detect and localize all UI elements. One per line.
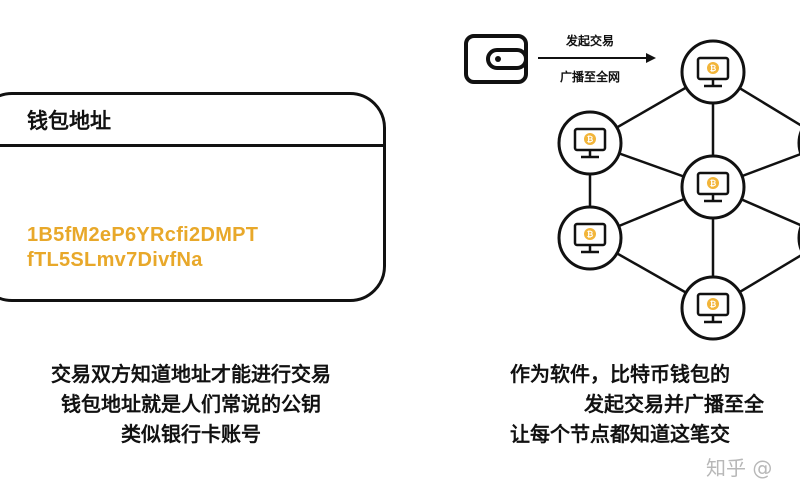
broadcast-arrow bbox=[538, 53, 656, 63]
svg-text:₿: ₿ bbox=[710, 64, 717, 73]
computer-bitcoin-node-icon: ₿ bbox=[680, 154, 746, 220]
computer-bitcoin-node-icon: ₿ bbox=[680, 275, 746, 341]
svg-text:₿: ₿ bbox=[710, 179, 717, 188]
bitcoin-coin-icon bbox=[584, 228, 596, 240]
bitcoin-coin-icon bbox=[707, 177, 719, 189]
right-caption-line-2: 发起交易并广播至全 bbox=[584, 392, 764, 416]
wallet-address-value: 1B5fM2eP6YRcfi2DMPT fTL5SLmv7DivfNa bbox=[27, 223, 258, 273]
wallet-icon bbox=[464, 34, 528, 84]
right-caption-line-3: 让每个节点都知道这笔交 bbox=[510, 422, 730, 446]
wallet-address-title: 钱包地址 bbox=[0, 95, 383, 147]
bitcoin-coin-icon bbox=[707, 62, 719, 74]
computer-bitcoin-node-icon: ₿ bbox=[680, 39, 746, 105]
computer-bitcoin-node-icon: ₿ bbox=[557, 205, 623, 271]
watermark: 知乎 @ bbox=[706, 456, 773, 480]
left-caption-line-3: 类似银行卡账号 bbox=[121, 422, 261, 446]
left-caption: 交易双方知道地址才能进行交易 钱包地址就是人们常说的公钥 类似银行卡账号 bbox=[0, 359, 382, 449]
computer-bitcoin-node-icon: ₿ bbox=[557, 110, 623, 176]
right-caption: 作为软件，比特币钱包的 发起交易并广播至全 让每个节点都知道这笔交 bbox=[510, 359, 764, 449]
bitcoin-coin-icon bbox=[584, 133, 596, 145]
svg-text:₿: ₿ bbox=[710, 300, 717, 309]
wallet-address-line-1: 1B5fM2eP6YRcfi2DMPT bbox=[27, 224, 259, 246]
svg-text:₿: ₿ bbox=[587, 135, 594, 144]
arrow-top-label: 发起交易 bbox=[566, 34, 615, 48]
right-caption-line-1: 作为软件，比特币钱包的 bbox=[510, 362, 730, 386]
left-caption-line-1: 交易双方知道地址才能进行交易 bbox=[51, 362, 331, 386]
arrow-bottom-label: 广播至全网 bbox=[560, 70, 621, 84]
wallet-address-card: 钱包地址 1B5fM2eP6YRcfi2DMPT fTL5SLmv7DivfNa bbox=[0, 92, 386, 302]
svg-text:₿: ₿ bbox=[587, 230, 594, 239]
bitcoin-coin-icon bbox=[707, 298, 719, 310]
left-caption-line-2: 钱包地址就是人们常说的公钥 bbox=[61, 392, 321, 416]
wallet-address-line-2: fTL5SLmv7DivfNa bbox=[27, 249, 203, 271]
